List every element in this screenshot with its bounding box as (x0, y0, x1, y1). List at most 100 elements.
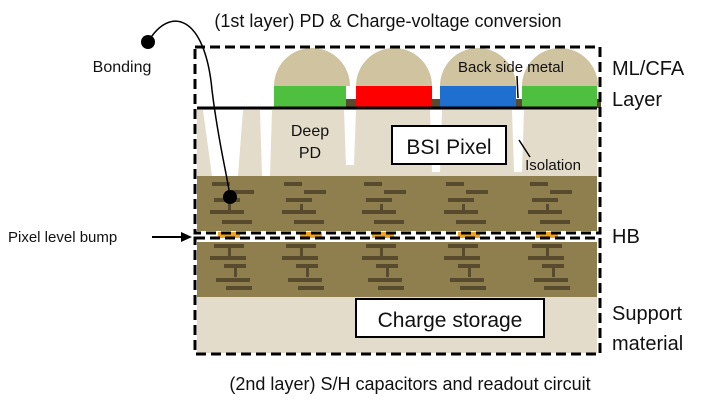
second-layer-metal-lines (210, 244, 570, 290)
back-side-metal (346, 99, 356, 108)
metal-line (298, 286, 324, 290)
metal-line (458, 264, 480, 268)
support-label-line2: material (612, 333, 683, 355)
metal-line (378, 286, 404, 290)
metal-line (460, 286, 486, 290)
pixel-level-bump-arrowhead (181, 232, 192, 242)
back-side-metal (432, 99, 440, 108)
metal-line (550, 190, 572, 194)
metal-via (234, 268, 237, 277)
metal-via (468, 268, 471, 277)
bonding-label: Bonding (93, 59, 152, 76)
metal-line (384, 190, 406, 194)
metal-via (552, 268, 555, 277)
metal-via (228, 248, 231, 256)
ml-cfa-label-line2: Layer (612, 89, 662, 111)
metal-line (532, 198, 558, 202)
trench-4 (512, 110, 524, 172)
color-filter-green (522, 86, 597, 108)
metal-line (364, 182, 382, 186)
hb-label: HB (612, 226, 640, 248)
metal-via (300, 204, 303, 214)
microlens-4 (522, 48, 598, 86)
metal-line (210, 210, 244, 214)
metal-line (366, 244, 396, 248)
deep-pd-label-line2: PD (299, 145, 321, 162)
metal-line (216, 278, 250, 282)
metal-line (444, 256, 480, 260)
bottom-caption: (2nd layer) S/H capacitors and readout c… (229, 374, 590, 394)
back-side-metal-label: Back side metal (458, 59, 564, 76)
metal-line (232, 190, 254, 194)
bonding-dot-end (223, 190, 237, 204)
pixel-bump (300, 232, 322, 238)
metal-line (296, 264, 318, 268)
metal-line (446, 182, 464, 186)
color-filter-red (356, 86, 432, 108)
isolation-label: Isolation (525, 157, 581, 174)
metal-line (448, 198, 474, 202)
pixel-level-bumps (218, 232, 558, 238)
ml-cfa-label-line1: ML/CFA (612, 58, 685, 80)
metal-line (212, 182, 230, 186)
metal-line (374, 220, 404, 224)
color-filter-green (274, 86, 346, 108)
bonding-trench (203, 110, 243, 176)
metal-via (306, 268, 309, 277)
metal-line (222, 220, 252, 224)
metal-line (286, 198, 312, 202)
back-side-metal (597, 99, 601, 108)
metal-via (546, 204, 549, 214)
pixel-bump (218, 232, 240, 238)
metal-line (294, 220, 324, 224)
pixel-level-bump-label: Pixel level bump (8, 229, 117, 246)
bsi-pixel-label: BSI Pixel (406, 136, 491, 159)
metal-line (444, 210, 478, 214)
metal-line (528, 210, 562, 214)
trench-2 (344, 110, 356, 165)
top-caption: (1st layer) PD & Charge-voltage conversi… (214, 11, 561, 31)
metal-line (362, 210, 396, 214)
metal-via (380, 248, 383, 256)
metal-line (282, 256, 318, 260)
bsi-pixel-box (391, 125, 507, 165)
pixel-bump (458, 232, 480, 238)
metal-line (282, 210, 316, 214)
metal-line (530, 182, 548, 186)
bonding-wire (147, 20, 231, 197)
metal-line (528, 256, 564, 260)
metal-line (368, 278, 402, 282)
back-side-metal (516, 99, 522, 108)
metal-line (284, 182, 302, 186)
metal-via (380, 204, 383, 214)
metal-via (228, 204, 231, 214)
metal-line (466, 190, 488, 194)
metal-line (542, 264, 564, 268)
metal-line (288, 278, 322, 282)
metal-line (226, 286, 252, 290)
metal-via (462, 248, 465, 256)
charge-storage-label: Charge storage (378, 309, 523, 332)
metal-line (534, 278, 568, 282)
microlens-3 (440, 48, 516, 86)
trench-1 (260, 110, 272, 176)
first-layer-metal-lines (210, 182, 572, 224)
metal-via (546, 248, 549, 256)
pixel-bump (536, 232, 558, 238)
metal-line (376, 264, 398, 268)
metal-line (286, 244, 316, 248)
metal-via (300, 248, 303, 256)
metal-via (386, 268, 389, 277)
metal-line (448, 244, 478, 248)
microlens-2 (356, 48, 432, 86)
ml-cfa-layer (274, 48, 601, 108)
microlens-1 (274, 48, 350, 86)
charge-storage-box (355, 298, 545, 338)
isolation-pointer (518, 139, 531, 158)
support-label-line1: Support (612, 303, 682, 325)
metal-line (362, 256, 398, 260)
metal-line (366, 198, 392, 202)
metal-line (214, 244, 244, 248)
metal-line (304, 190, 326, 194)
